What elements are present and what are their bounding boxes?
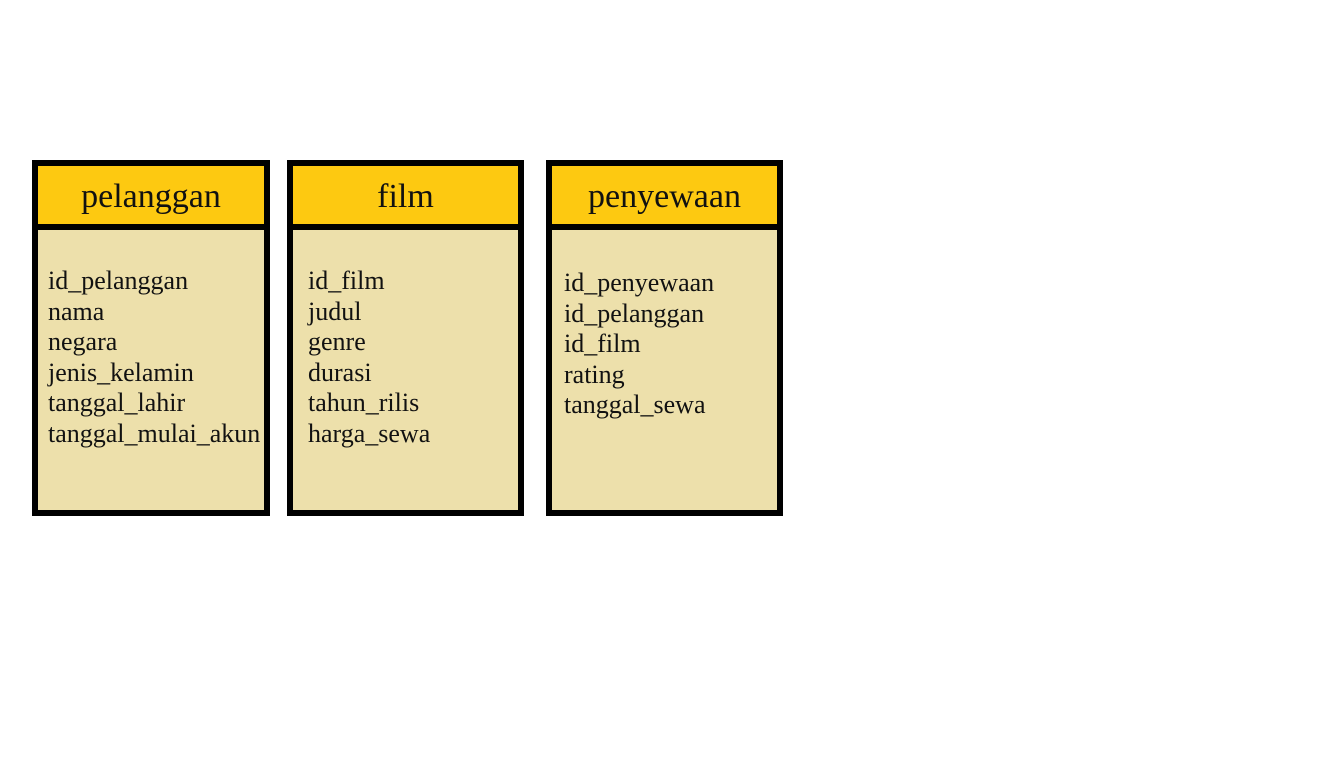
entity-pelanggan: pelanggan id_pelanggan nama negara jenis… bbox=[32, 160, 270, 516]
entity-film: film id_film judul genre durasi tahun_ri… bbox=[287, 160, 524, 516]
attribute: id_film bbox=[308, 266, 385, 295]
attribute: rating bbox=[564, 359, 625, 389]
attribute-list: id_penyewaan id_pelanggan id_film rating… bbox=[564, 268, 714, 421]
attribute: negara bbox=[48, 327, 118, 356]
attribute: judul bbox=[308, 296, 362, 326]
entity-title: film bbox=[377, 178, 434, 215]
attribute-list: id_pelanggan nama negara jenis_kelamin t… bbox=[48, 266, 260, 449]
attribute: id_film bbox=[564, 329, 641, 358]
attribute: harga_sewa bbox=[308, 418, 431, 448]
entity-header: film bbox=[293, 166, 518, 230]
attribute: nama bbox=[48, 296, 105, 326]
entity-title: pelanggan bbox=[81, 178, 221, 215]
attribute: tanggal_sewa bbox=[564, 390, 706, 419]
attribute: id_penyewaan bbox=[564, 268, 715, 297]
attribute: jenis_kelamin bbox=[48, 357, 194, 387]
entity-penyewaan: penyewaan id_penyewaan id_pelanggan id_f… bbox=[546, 160, 783, 516]
entity-header: pelanggan bbox=[38, 166, 264, 230]
entity-title: penyewaan bbox=[588, 178, 741, 215]
attribute: id_pelanggan bbox=[564, 298, 705, 328]
attribute: genre bbox=[308, 327, 366, 356]
attribute: tanggal_lahir bbox=[48, 388, 186, 417]
attribute: tahun_rilis bbox=[308, 388, 420, 417]
attribute: tanggal_mulai_akun bbox=[48, 418, 261, 448]
attribute: durasi bbox=[308, 357, 372, 387]
attribute-list: id_film judul genre durasi tahun_rilis h… bbox=[308, 266, 430, 449]
entity-header: penyewaan bbox=[552, 166, 777, 230]
attribute: id_pelanggan bbox=[48, 266, 189, 295]
